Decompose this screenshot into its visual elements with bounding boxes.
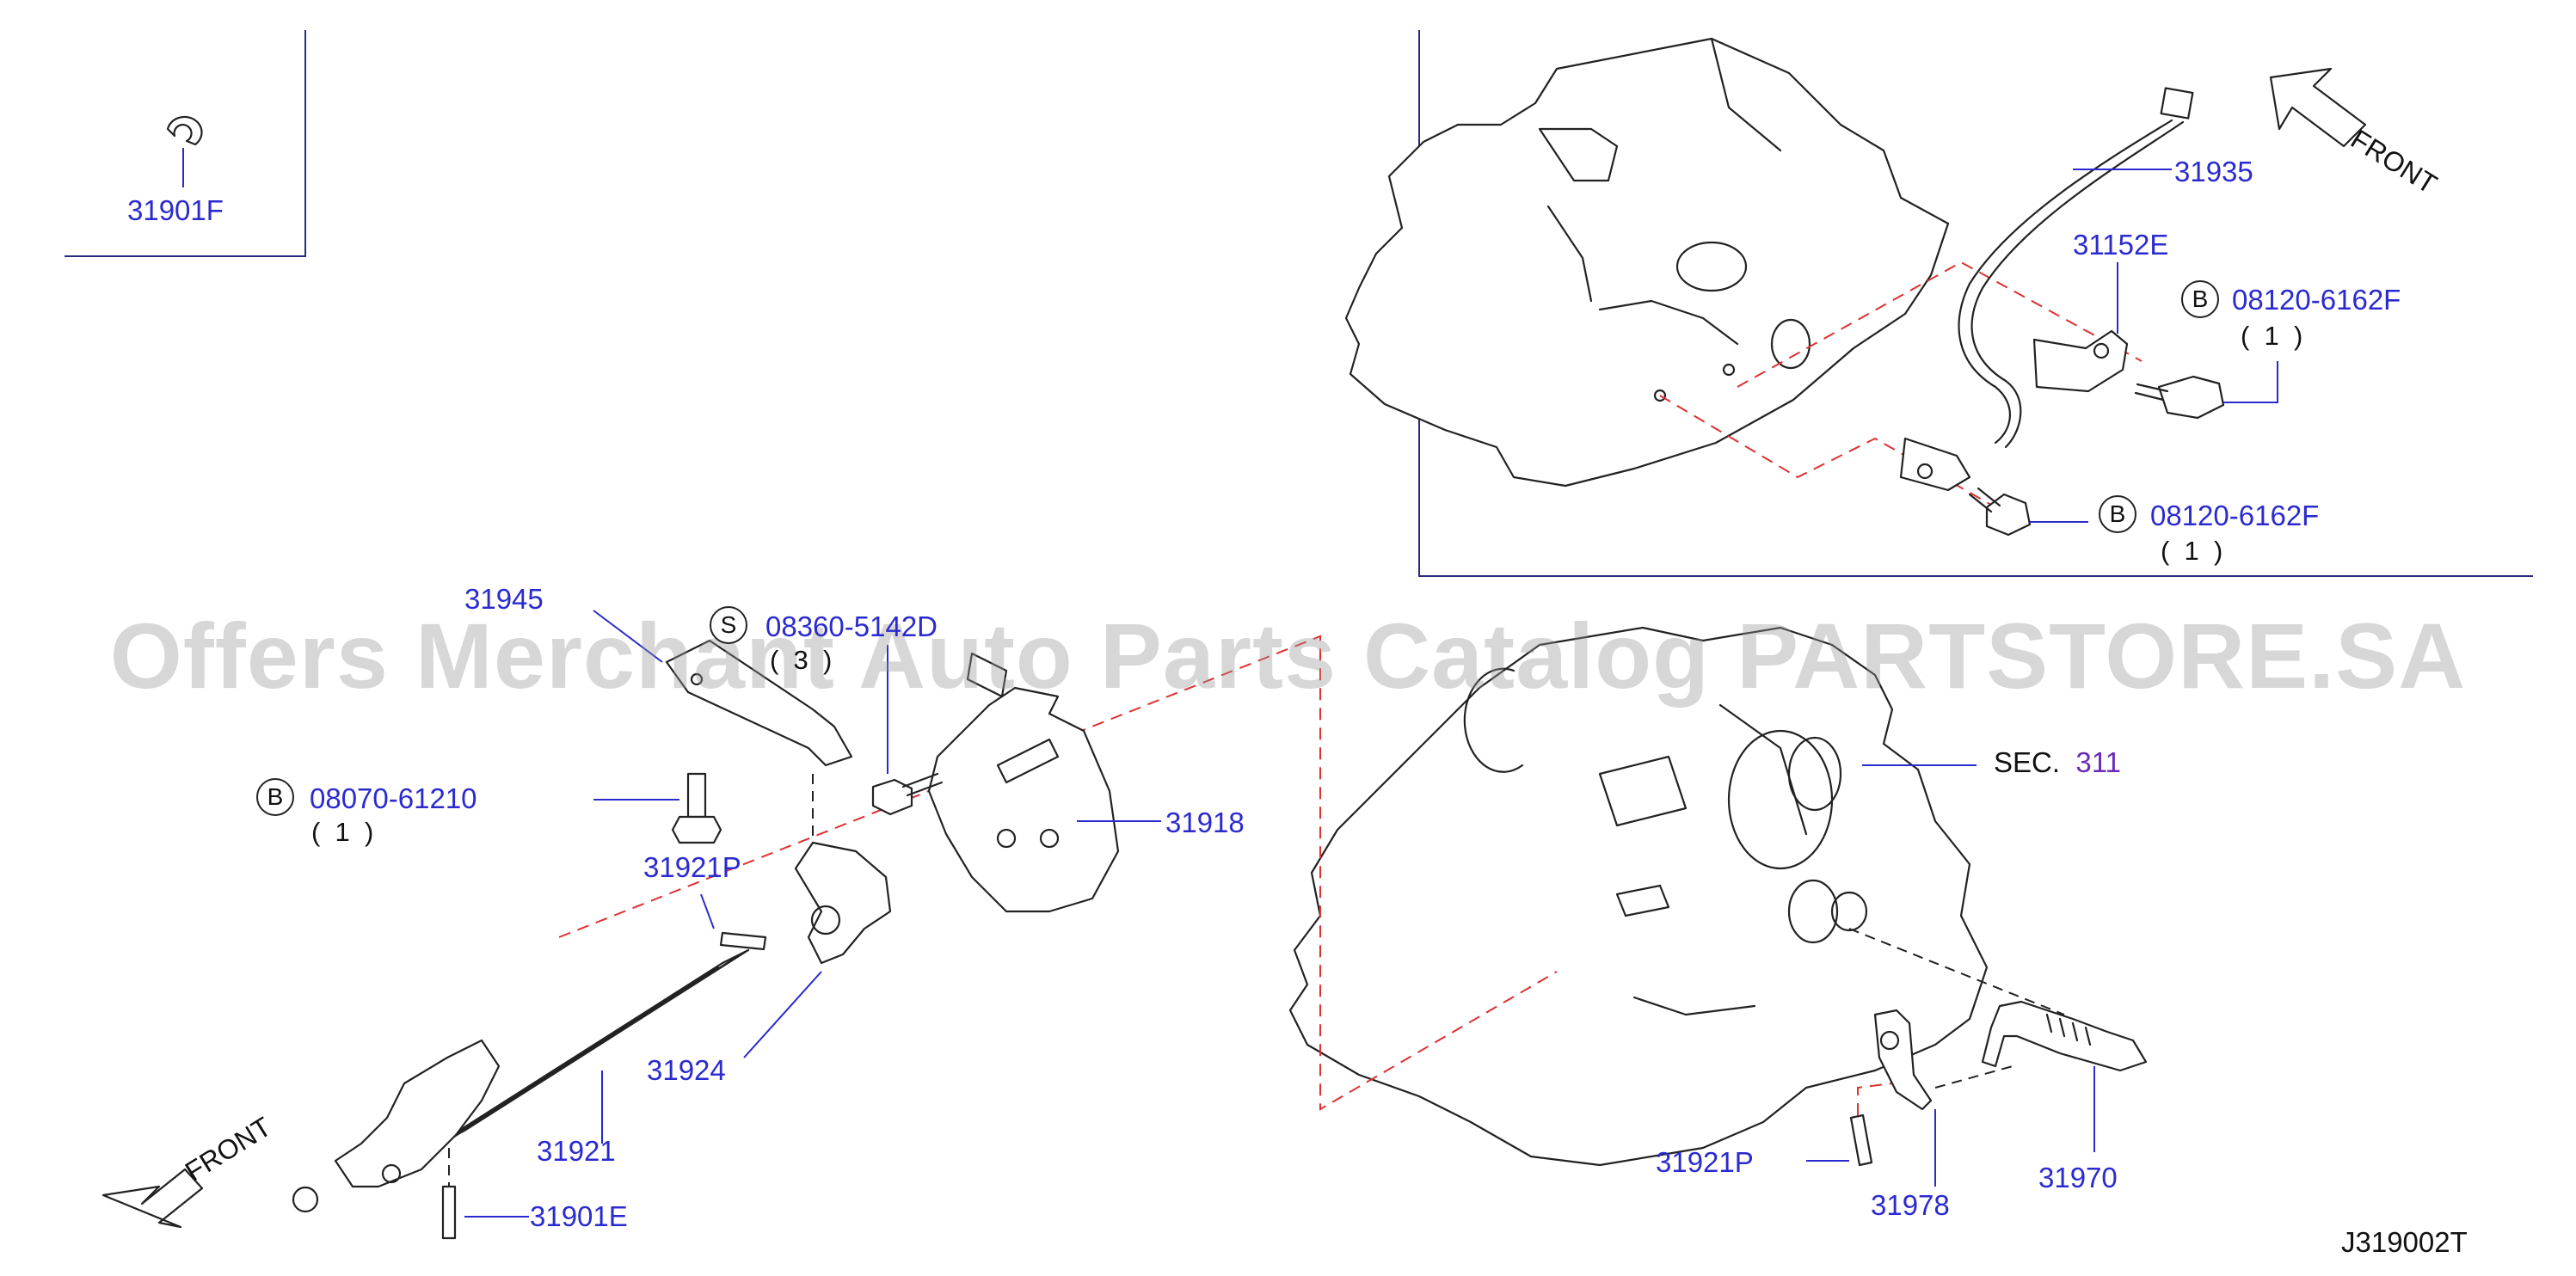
diagram-code: J319002T <box>2341 1226 2468 1258</box>
qty-bolt-left: ( 1 ) <box>311 817 374 847</box>
label-bolt-left[interactable]: 08070-61210 <box>310 782 477 814</box>
transmission-case-lower <box>1288 626 1989 1167</box>
qty-bolt-lower: ( 1 ) <box>2161 536 2223 566</box>
label-31901f[interactable]: 31901F <box>127 194 224 226</box>
label-31970[interactable]: 31970 <box>2038 1162 2118 1193</box>
label-31924[interactable]: 31924 <box>647 1054 726 1086</box>
label-bolt-upper[interactable]: 08120-6162F <box>2232 284 2401 316</box>
label-31921p-left[interactable]: 31921P <box>643 851 741 883</box>
label-31152e[interactable]: 31152E <box>2073 229 2169 261</box>
dashed-guide-sensor <box>1848 928 2065 1015</box>
dashed-guide-lower-main <box>558 635 1558 1111</box>
label-31935[interactable]: 31935 <box>2174 156 2253 187</box>
plate-31945-drawing <box>593 610 853 767</box>
pin-31901e-drawing <box>441 1148 529 1240</box>
section-reference[interactable]: SEC. 311 <box>1994 748 2121 776</box>
badge-b-upper: B <box>2181 280 2219 318</box>
label-bolt-lower[interactable]: 08120-6162F <box>2150 500 2320 531</box>
dashed-guide-bracket <box>1934 1065 2013 1089</box>
section-number: 311 <box>2075 746 2121 778</box>
screw-drawing <box>871 645 944 816</box>
shaft-31921-drawing <box>292 948 750 1213</box>
label-31921p-right[interactable]: 31921P <box>1656 1146 1754 1178</box>
inset-frame-top-left <box>65 30 306 257</box>
qty-screw: ( 3 ) <box>770 645 833 675</box>
label-31945[interactable]: 31945 <box>464 583 544 615</box>
badge-b-lower: B <box>2099 495 2136 533</box>
bolt-left-drawing <box>593 772 722 844</box>
badge-b-left: B <box>256 778 294 816</box>
pin-31921p-right-drawing <box>1806 1113 1873 1167</box>
dashed-guide-upper-1 <box>1737 261 2143 388</box>
front-arrow-icon-top <box>2269 67 2367 148</box>
sensor-31970-drawing <box>1981 1000 2148 1152</box>
front-arrow-icon-bottom <box>101 1168 204 1229</box>
dashed-guide-upper-2 <box>1659 395 1996 508</box>
pin-31921p-left-drawing <box>700 893 767 951</box>
label-31921[interactable]: 31921 <box>537 1135 616 1167</box>
transmission-case-upper <box>1344 37 1950 488</box>
label-31918[interactable]: 31918 <box>1165 807 1245 838</box>
label-31901e[interactable]: 31901E <box>530 1200 628 1232</box>
dashed-guide-pin <box>1857 1083 1893 1135</box>
clip-31901f-drawing <box>166 115 203 187</box>
harness-31935-drawing <box>1899 87 2194 492</box>
switch-31918-drawing <box>927 652 1161 913</box>
bracket-31152e-drawing <box>2032 262 2129 393</box>
sector-31924-drawing <box>743 774 892 1058</box>
qty-bolt-upper: ( 1 ) <box>2241 321 2303 351</box>
bracket-31978-drawing <box>1873 1009 1936 1187</box>
bolt-lower-drawing <box>1968 487 2088 537</box>
bolt-upper-drawing <box>2134 361 2278 420</box>
section-prefix: SEC. <box>1994 746 2061 778</box>
label-31978[interactable]: 31978 <box>1871 1189 1950 1221</box>
label-screw[interactable]: 08360-5142D <box>765 610 938 642</box>
badge-s-screw: S <box>710 606 747 644</box>
